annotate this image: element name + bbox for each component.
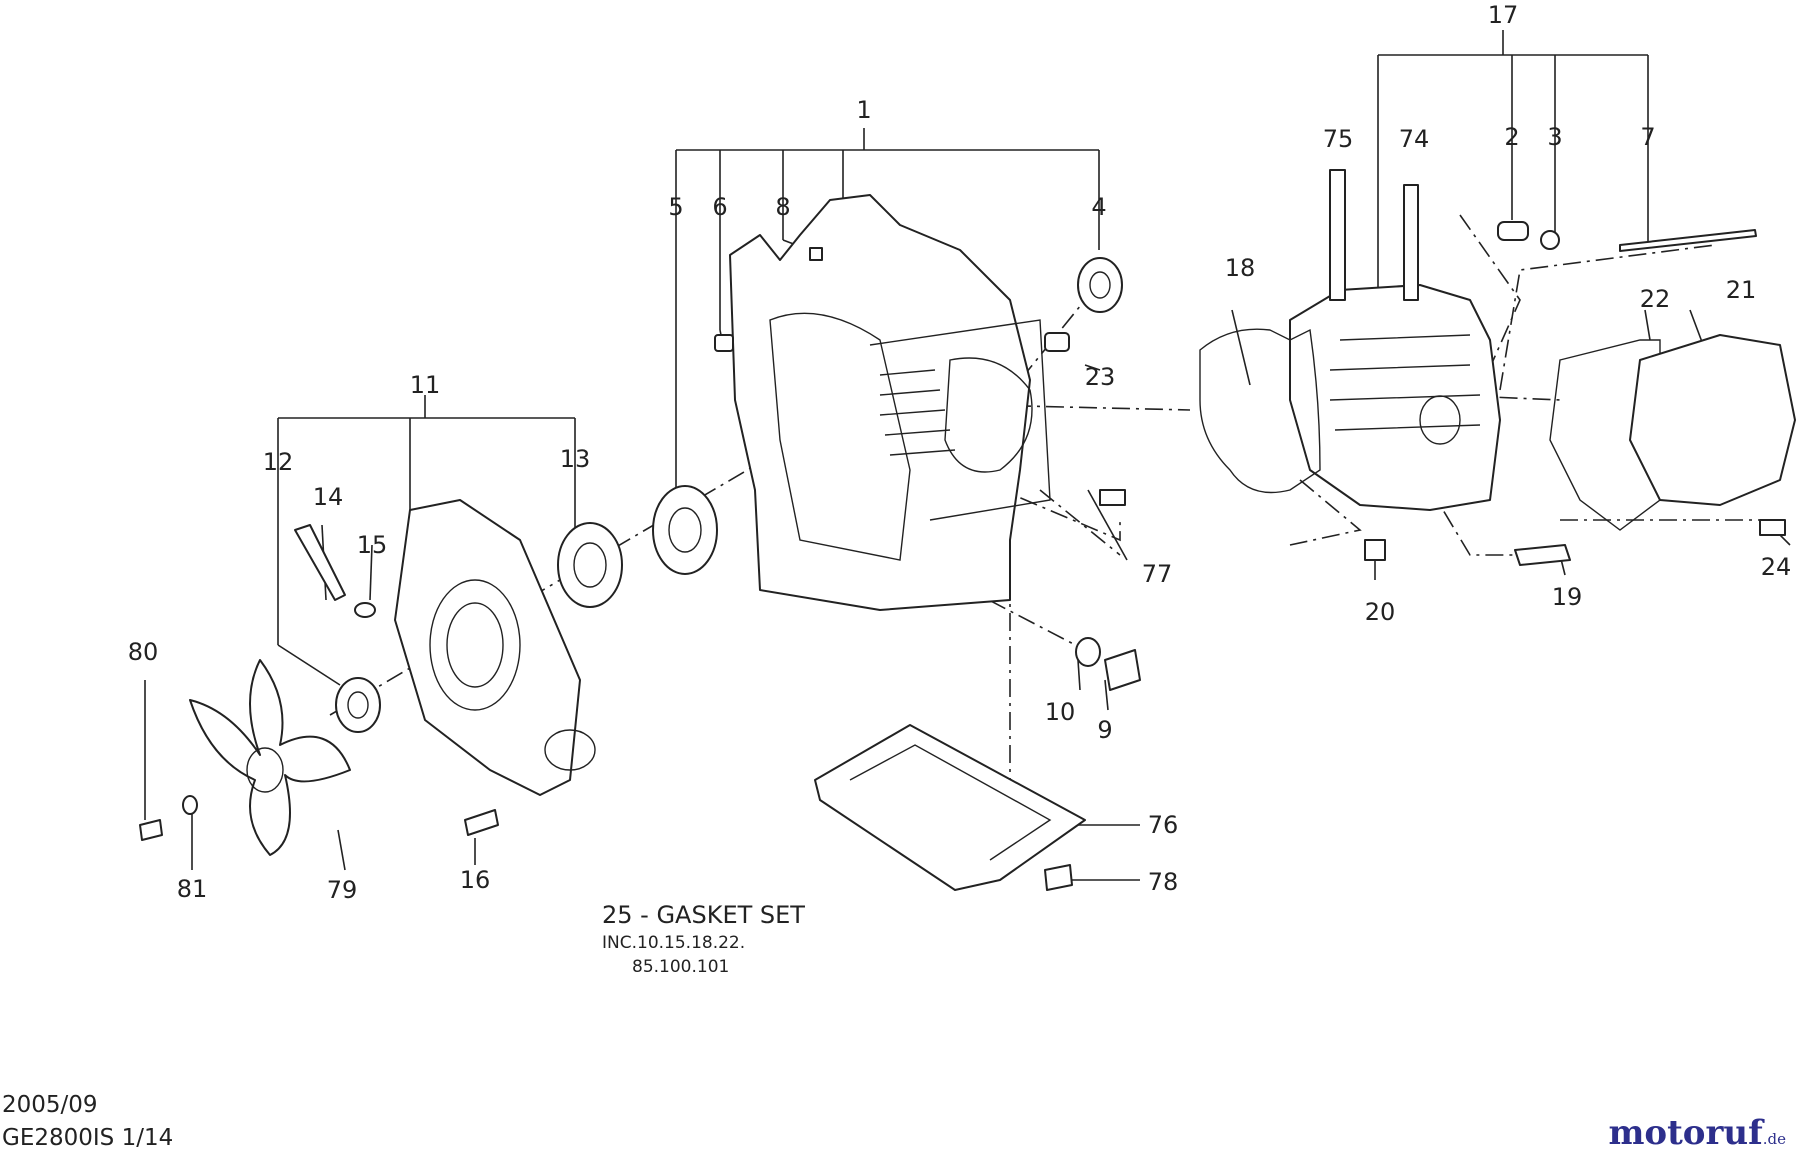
callout-9: 9 — [1097, 716, 1112, 744]
crankcase — [729, 194, 1051, 611]
callout-2: 2 — [1504, 123, 1519, 151]
small-parts — [139, 169, 1786, 891]
oil-pan-76 — [814, 724, 1086, 891]
callout-14: 14 — [313, 483, 344, 511]
callout-80: 80 — [128, 638, 159, 666]
gasket-22 — [1549, 339, 1661, 531]
callout-12: 12 — [263, 448, 294, 476]
fan-79 — [189, 659, 351, 856]
callout-19: 19 — [1552, 583, 1583, 611]
callout-18: 18 — [1225, 254, 1256, 282]
callout-79: 79 — [327, 876, 358, 904]
gasket-set-line2: 85.100.101 — [632, 957, 729, 977]
callout-5: 5 — [668, 193, 683, 221]
callout-74: 74 — [1399, 125, 1430, 153]
bearing-center — [652, 485, 718, 575]
callout-20: 20 — [1365, 598, 1396, 626]
callout-labels: 1 2 3 4 5 6 7 8 9 10 11 12 13 14 15 16 1… — [128, 1, 1792, 904]
callout-7: 7 — [1640, 123, 1655, 151]
logo-suffix: .de — [1762, 1130, 1786, 1148]
callout-8: 8 — [775, 193, 790, 221]
oil-seal-12 — [335, 677, 381, 733]
gasket-18 — [1199, 328, 1321, 494]
callout-4: 4 — [1091, 193, 1106, 221]
gasket-set-line1: INC.10.15.18.22. — [602, 933, 745, 953]
footer-date: 2005/09 — [2, 1092, 98, 1118]
callout-6: 6 — [712, 193, 727, 221]
callout-21: 21 — [1726, 276, 1757, 304]
logo-text: motoruf — [1608, 1113, 1763, 1153]
callout-24: 24 — [1761, 553, 1792, 581]
callout-76: 76 — [1148, 811, 1179, 839]
callout-75: 75 — [1323, 125, 1354, 153]
motoruf-logo[interactable]: motoruf.de — [1608, 1113, 1786, 1153]
callout-22: 22 — [1640, 285, 1671, 313]
callout-81: 81 — [177, 875, 208, 903]
callout-1: 1 — [856, 96, 871, 124]
callout-77: 77 — [1142, 560, 1173, 588]
bearing-left — [557, 522, 623, 608]
callout-3: 3 — [1547, 123, 1562, 151]
gasket-set-note: 25 - GASKET SET INC.10.15.18.22. 85.100.… — [602, 901, 805, 977]
callout-78: 78 — [1148, 868, 1179, 896]
footer-model-page: GE2800IS 1/14 — [2, 1125, 174, 1151]
crankcase-cover — [394, 499, 596, 796]
callout-11: 11 — [410, 371, 441, 399]
cylinder-head — [1289, 284, 1501, 511]
callout-17: 17 — [1488, 1, 1519, 29]
callout-23: 23 — [1085, 363, 1116, 391]
rocker-cover-21 — [1629, 334, 1796, 506]
callout-15: 15 — [357, 531, 388, 559]
callout-10: 10 — [1045, 698, 1076, 726]
callout-16: 16 — [460, 866, 491, 894]
callout-13: 13 — [560, 445, 591, 473]
oil-seal-4 — [1077, 257, 1123, 313]
gasket-set-title: 25 - GASKET SET — [602, 901, 805, 929]
